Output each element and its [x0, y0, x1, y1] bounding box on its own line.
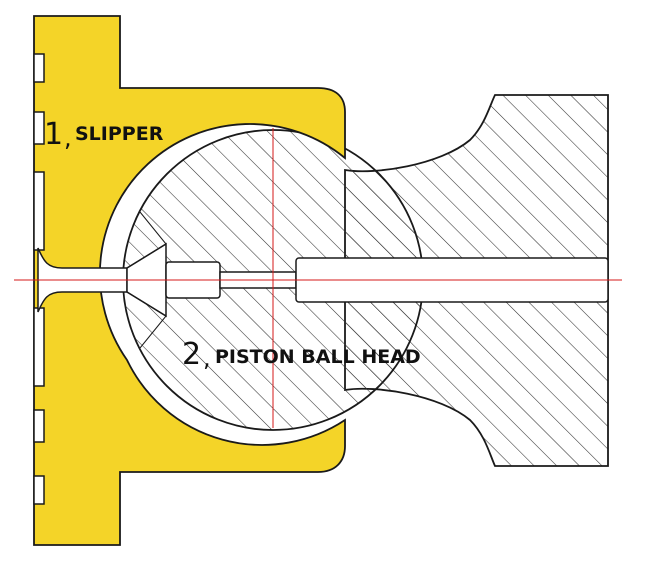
- slipper-recess: [33, 111, 45, 145]
- slipper-recess: [33, 307, 45, 387]
- label-separator: ,: [203, 344, 211, 372]
- cone-edge: [139, 315, 167, 349]
- cone-edge: [139, 211, 167, 245]
- label-number: 1: [44, 117, 63, 152]
- slipper-recess: [33, 475, 45, 505]
- label-piston-ball-head: 2 , PISTON BALL HEAD: [182, 337, 421, 372]
- label-number: 2: [182, 337, 201, 372]
- slipper-recess: [33, 409, 45, 443]
- slipper-recess: [33, 53, 45, 83]
- cone-edge: [126, 291, 167, 317]
- slipper-recess: [33, 171, 45, 251]
- label-separator: ,: [64, 124, 72, 152]
- label-slipper: 1 , SLIPPER: [44, 117, 164, 152]
- label-name: SLIPPER: [75, 123, 164, 145]
- slipper-body: [33, 15, 346, 546]
- cone-edge: [126, 243, 167, 269]
- centerlines: [14, 128, 622, 428]
- label-name: PISTON BALL HEAD: [215, 346, 421, 368]
